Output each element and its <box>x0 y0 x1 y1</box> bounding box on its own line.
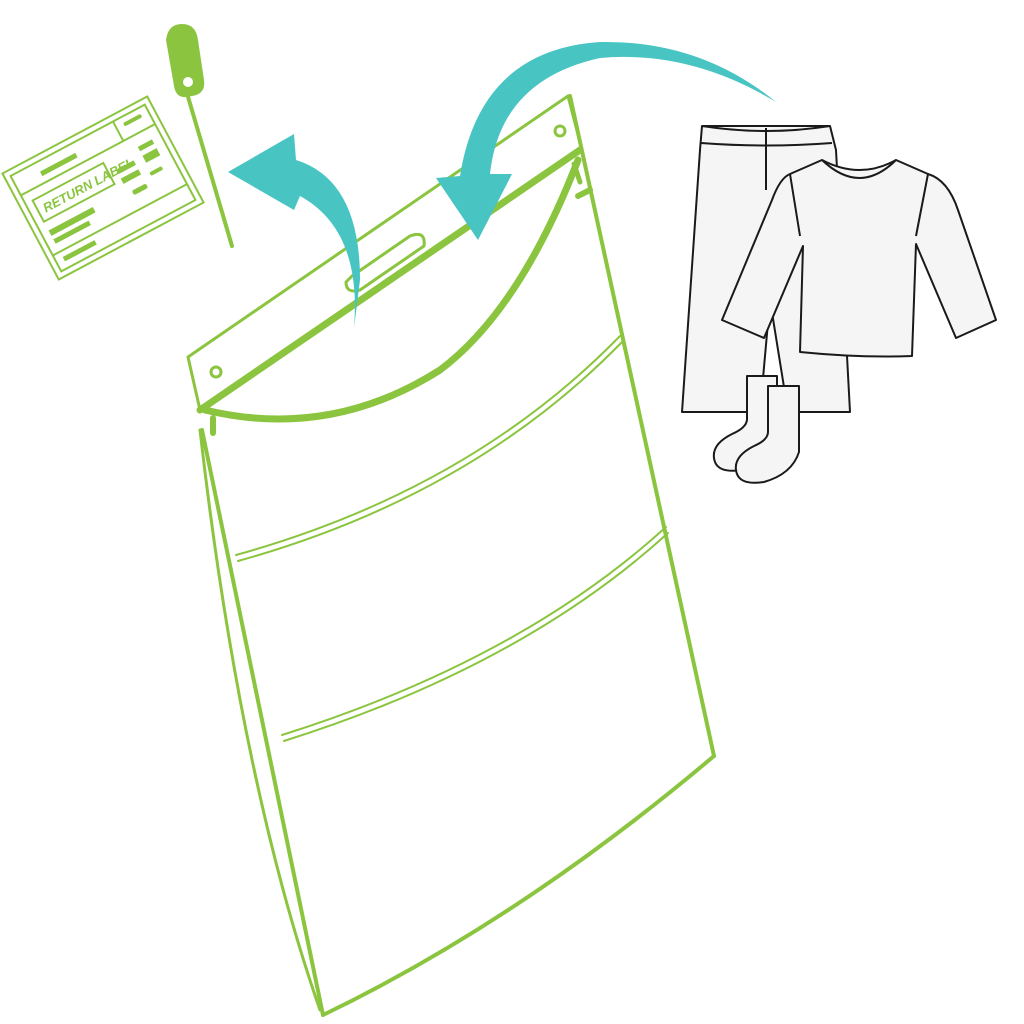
mailing-bag <box>186 94 716 1017</box>
return-label-card: RETURN LABEL <box>1 95 205 281</box>
return-label-text: RETURN LABEL <box>40 155 136 216</box>
insert-clothes-arrow-icon <box>436 41 776 240</box>
socks-icon <box>712 375 800 484</box>
peel-label-arrow-icon <box>228 134 360 328</box>
peel-tab <box>166 24 234 248</box>
shirt-icon <box>721 159 997 358</box>
